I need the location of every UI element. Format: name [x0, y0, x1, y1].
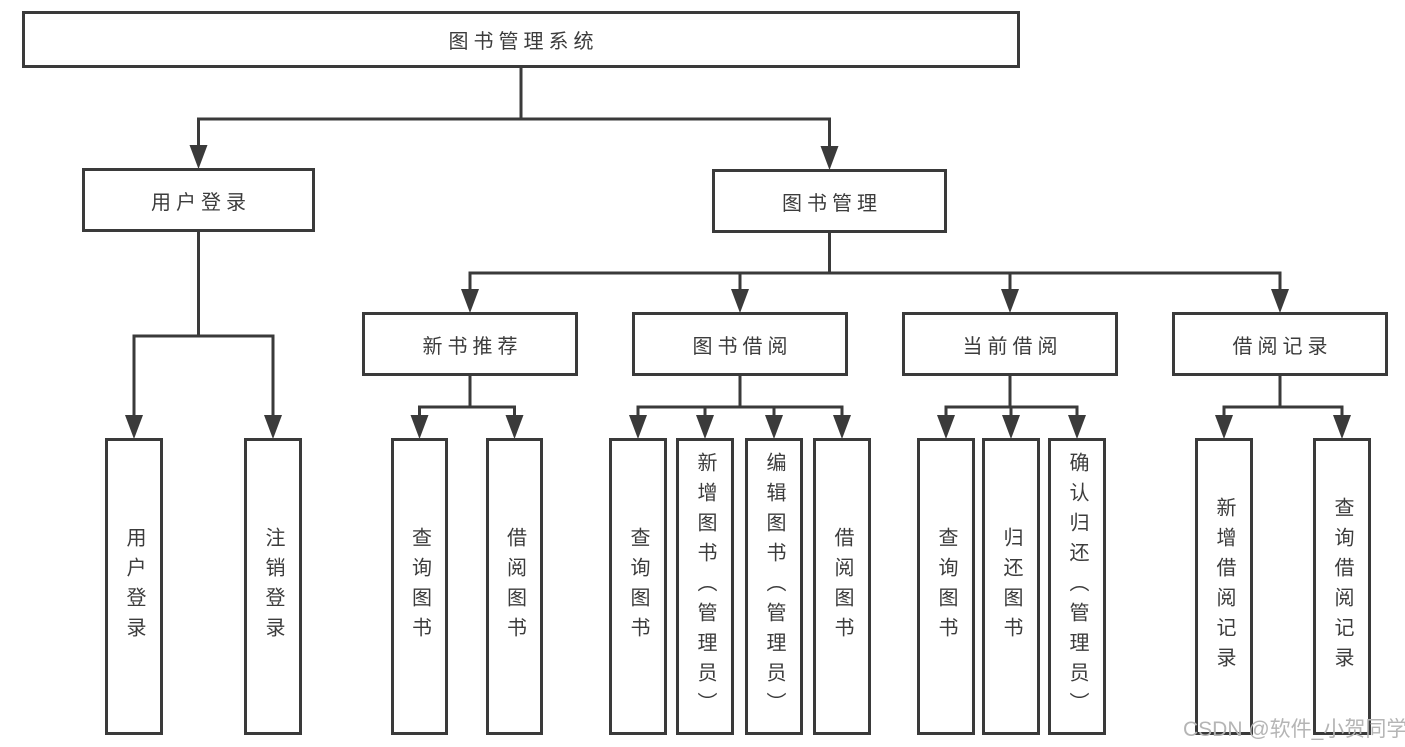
node-label: 注销登录 [262, 526, 284, 647]
node-label: 用户登录 [151, 191, 251, 214]
arrow-down-icon [1068, 415, 1086, 439]
node-borrow-books-2: 借阅图书 [813, 438, 871, 735]
connector-root [189, 68, 839, 170]
watermark: CSDN @软件_小贺同学 [1183, 718, 1405, 741]
connector-new-book-rec [410, 376, 524, 439]
node-label: 查询图书 [935, 526, 957, 647]
arrow-down-icon [731, 289, 749, 313]
node-label: 借阅记录 [1232, 335, 1333, 358]
connector-book-borrow [629, 376, 851, 439]
node-label: 用户登录 [123, 526, 145, 647]
node-label: 新增图书（管理员） [694, 451, 716, 722]
arrow-down-icon [937, 415, 955, 439]
node-query-books-1: 查询图书 [391, 438, 448, 735]
arrow-down-icon [189, 145, 208, 169]
connector-borrow-records [1215, 376, 1351, 439]
node-borrow-books-1: 借阅图书 [486, 438, 543, 735]
node-return-books: 归还图书 [982, 438, 1040, 735]
node-add-borrow-record: 新增借阅记录 [1195, 438, 1253, 735]
arrow-down-icon [765, 415, 783, 439]
node-label: 借阅图书 [503, 526, 526, 647]
node-add-books-admin: 新增图书（管理员） [676, 438, 734, 735]
node-user-login: 用户登录 [82, 168, 315, 232]
node-new-book-rec: 新书推荐 [362, 312, 578, 376]
node-label: 归还图书 [1000, 526, 1022, 647]
node-query-books-2: 查询图书 [609, 438, 667, 735]
arrow-down-icon [696, 415, 714, 439]
arrow-down-icon [1271, 289, 1289, 313]
node-label: 编辑图书（管理员） [763, 451, 785, 722]
arrow-down-icon [1001, 289, 1019, 313]
arrow-down-icon [505, 415, 524, 439]
node-label: 查询借阅记录 [1331, 496, 1353, 677]
arrow-down-icon [125, 415, 143, 439]
node-label: 图书借阅 [692, 335, 793, 358]
arrow-down-icon [410, 415, 429, 439]
node-root: 图书管理系统 [22, 11, 1020, 68]
arrow-down-icon [1002, 415, 1020, 439]
node-label: 图书管理系统 [448, 31, 599, 53]
node-book-borrow: 图书借阅 [632, 312, 848, 376]
node-label: 新书推荐 [422, 335, 523, 358]
node-query-borrow-record: 查询借阅记录 [1313, 438, 1371, 735]
node-label: 当前借阅 [962, 335, 1063, 358]
node-label: 查询图书 [627, 526, 649, 647]
connector-user-login [125, 232, 282, 439]
connector-current-borrow [937, 376, 1086, 439]
arrow-down-icon [629, 415, 647, 439]
node-label: 确认归还（管理员） [1066, 451, 1088, 722]
connector-book-mgmt [461, 233, 1289, 313]
node-label: 图书管理 [782, 192, 882, 215]
node-current-borrow: 当前借阅 [902, 312, 1118, 376]
node-login-leaf: 用户登录 [105, 438, 163, 735]
node-edit-books-admin: 编辑图书（管理员） [745, 438, 803, 735]
node-book-mgmt: 图书管理 [712, 169, 947, 233]
arrow-down-icon [1215, 415, 1233, 439]
arrow-down-icon [1333, 415, 1351, 439]
node-query-books-3: 查询图书 [917, 438, 975, 735]
node-borrow-records: 借阅记录 [1172, 312, 1388, 376]
arrow-down-icon [461, 289, 479, 313]
node-confirm-return-admin: 确认归还（管理员） [1048, 438, 1106, 735]
arrow-down-icon [820, 146, 839, 170]
node-label: 新增借阅记录 [1213, 496, 1235, 677]
node-label: 借阅图书 [831, 526, 853, 647]
arrow-down-icon [833, 415, 851, 439]
node-logout-leaf: 注销登录 [244, 438, 302, 735]
node-label: 查询图书 [408, 526, 431, 647]
arrow-down-icon [264, 415, 282, 439]
